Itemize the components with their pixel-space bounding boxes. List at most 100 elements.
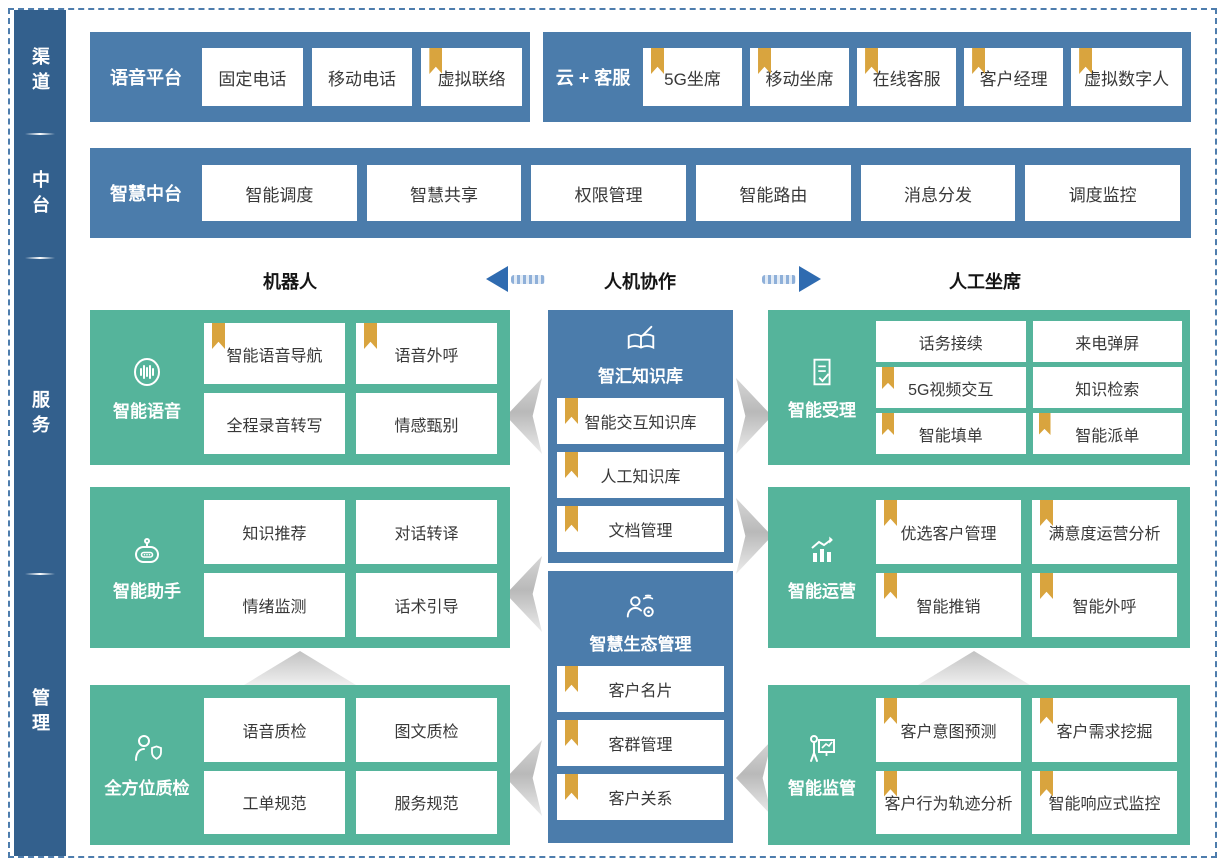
- module-chip: 语音外呼: [356, 323, 497, 384]
- bookmark-icon: [429, 48, 443, 74]
- module-chip-label: 智能语音导航: [226, 347, 323, 365]
- module-chip-label: 工单规范: [242, 796, 307, 814]
- module-chip: 智能响应式监控: [1032, 770, 1177, 834]
- bookmark-icon: [651, 48, 664, 74]
- module-chip-label: 话术引导: [394, 599, 459, 616]
- bookmark-icon: [212, 323, 225, 349]
- module-chip-label: 文档管理: [608, 523, 673, 540]
- module-chip-label: 满意度运营分析: [1048, 526, 1161, 543]
- module-chip: 移动坐席: [750, 48, 850, 106]
- bookmark-icon: [565, 452, 578, 478]
- module-chip-label: 5G坐席: [664, 69, 721, 89]
- bookmark-icon: [1040, 770, 1053, 797]
- module-chip-label: 客户意图预测: [900, 723, 997, 741]
- cloud-service-label: 云 + 客服: [555, 68, 631, 88]
- panel-title: 智能监管: [788, 779, 856, 798]
- module-chip-label: 消息分发: [904, 185, 973, 205]
- bookmark-icon: [865, 48, 879, 74]
- module-chip: 客群管理: [557, 720, 724, 766]
- module-chip-label: 全程录音转写: [226, 417, 323, 435]
- middle-platform-panel: 智慧中台 智能调度 智慧共享 权限管理 智能路由 消息分发 调度监控: [90, 148, 1191, 238]
- left-arrow-icon: [486, 266, 548, 292]
- module-chip: 话术引导: [356, 573, 497, 637]
- layer-label-channel: 渠道: [30, 47, 50, 97]
- module-chip-label: 对话转译: [394, 526, 459, 543]
- module-chip-label: 语音质检: [242, 723, 307, 741]
- bookmark-icon: [884, 698, 897, 724]
- smart-voice-panel: 智能语音 智能语音导航 语音外呼 全程录音转写 情感甄别: [90, 310, 510, 465]
- module-chip: 全程录音转写: [204, 393, 345, 454]
- module-chip-label: 智能派单: [1075, 427, 1140, 445]
- module-chip: 权限管理: [531, 165, 687, 221]
- voice-platform-panel: 语音平台 固定电话 移动电话 虚拟联络: [90, 32, 530, 122]
- module-chip: 智能外呼: [1032, 573, 1177, 637]
- module-chip: 在线客服: [857, 48, 957, 106]
- module-chip-label: 权限管理: [574, 185, 643, 205]
- cloud-service-panel: 云 + 客服 5G坐席 移动坐席 在线客服 客户经理 虚拟数字人: [543, 32, 1191, 122]
- module-chip: 情感甄别: [356, 393, 497, 454]
- bookmark-icon: [364, 323, 377, 349]
- smart-operation-panel: 智能运营 优选客户管理 满意度运营分析 智能推销 智能外呼: [768, 487, 1190, 648]
- module-chip-label: 情绪监测: [242, 599, 307, 616]
- module-chip: 智能交互知识库: [557, 398, 724, 444]
- lane-header-collaboration: 人机协作: [604, 272, 676, 292]
- panel-title: 智能助手: [113, 581, 181, 601]
- module-chip-label: 移动坐席: [765, 69, 834, 89]
- knowledge-book-pen-icon: [627, 325, 654, 350]
- module-chip: 优选客户管理: [876, 500, 1021, 564]
- module-chip: 虚拟联络: [421, 48, 523, 106]
- document-check-icon: [813, 358, 831, 385]
- bookmark-icon: [1040, 698, 1053, 724]
- bookmark-icon: [884, 770, 897, 797]
- module-chip: 对话转译: [356, 500, 497, 564]
- module-chip: 消息分发: [860, 165, 1016, 221]
- module-chip: 智慧共享: [366, 165, 522, 221]
- module-chip: 智能调度: [202, 165, 357, 221]
- module-chip-label: 在线客服: [872, 69, 941, 89]
- module-chip-label: 图文质检: [394, 723, 459, 741]
- module-chip: 人工知识库: [557, 452, 724, 498]
- knowledge-base-panel: 智汇知识库 智能交互知识库 人工知识库 文档管理: [548, 310, 733, 563]
- module-chip-label: 智能外呼: [1072, 599, 1137, 616]
- module-chip: 知识检索: [1032, 367, 1182, 408]
- module-chip: 固定电话: [202, 48, 303, 106]
- panel-title: 智慧生态管理: [589, 635, 692, 654]
- layer-divider: [25, 573, 55, 575]
- layer-label-middle: 中台: [30, 170, 50, 220]
- module-chip: 5G视频交互: [876, 367, 1026, 408]
- module-chip-label: 虚拟数字人: [1084, 69, 1170, 89]
- module-chip: 知识推荐: [204, 500, 345, 564]
- module-chip: 客户名片: [557, 666, 724, 712]
- module-chip-label: 智能路由: [739, 185, 808, 205]
- layer-divider: [25, 133, 55, 135]
- panel-title: 全方位质检: [104, 779, 190, 798]
- module-chip: 调度监控: [1025, 165, 1181, 221]
- module-chip-label: 智慧共享: [410, 185, 478, 205]
- ecosystem-management-panel: 智慧生态管理 客户名片 客群管理 客户关系: [548, 571, 733, 843]
- module-chip-label: 客户行为轨迹分析: [884, 796, 1013, 814]
- bookmark-icon: [882, 367, 894, 389]
- module-chip: 话务接续: [876, 321, 1026, 362]
- module-chip-label: 客户名片: [608, 683, 673, 700]
- module-chip-label: 固定电话: [218, 69, 287, 89]
- bookmark-icon: [758, 48, 772, 74]
- module-chip-label: 5G视频交互: [908, 381, 994, 399]
- quality-inspection-panel: 全方位质检 语音质检 图文质检 工单规范 服务规范: [90, 685, 510, 845]
- module-chip-label: 话务接续: [918, 335, 983, 353]
- module-chip-label: 客户关系: [608, 791, 673, 808]
- bookmark-icon: [1038, 413, 1051, 435]
- module-chip-label: 智能填单: [918, 427, 983, 445]
- bookmark-icon: [972, 48, 986, 74]
- module-chip-label: 语音外呼: [394, 347, 459, 365]
- module-chip: 智能派单: [1032, 413, 1182, 454]
- module-chip: 客户行为轨迹分析: [876, 770, 1021, 834]
- module-chip: 来电弹屏: [1032, 321, 1182, 362]
- module-chip-label: 虚拟联络: [437, 69, 506, 89]
- layer-divider: [25, 257, 55, 259]
- dashed-border-frame: [8, 8, 1217, 858]
- smart-assistant-panel: 智能助手 知识推荐 对话转译 情绪监测 话术引导: [90, 487, 510, 648]
- module-chip-label: 客户经理: [979, 69, 1048, 89]
- module-chip: 智能路由: [696, 165, 851, 221]
- ecosystem-person-network-icon: [626, 594, 654, 618]
